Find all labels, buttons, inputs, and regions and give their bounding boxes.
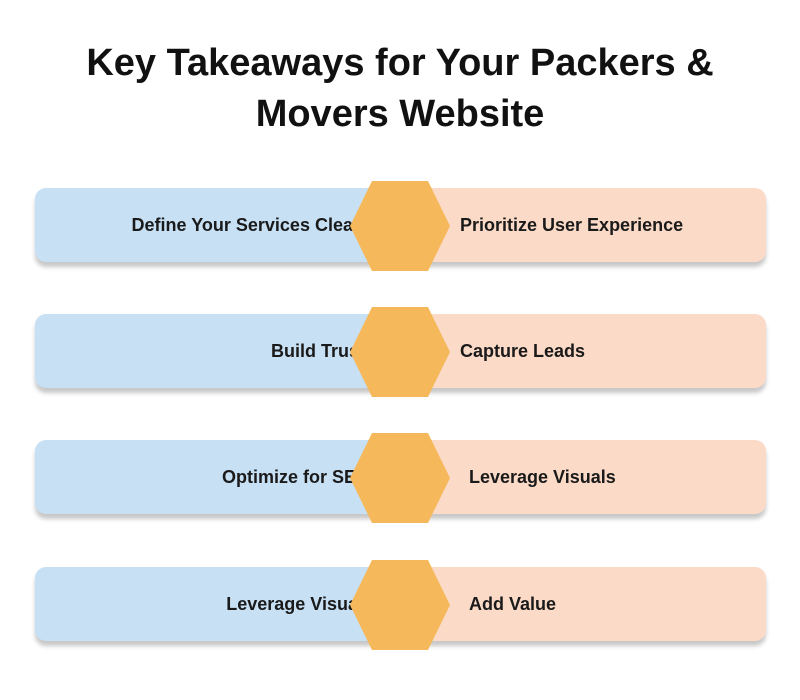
left-label: Leverage Visuals — [226, 593, 373, 614]
right-label: Capture Leads — [460, 340, 586, 361]
right-label: Leverage Visuals — [469, 466, 616, 487]
left-label: Build Trust — [271, 340, 365, 361]
title-line-2: Movers Website — [255, 93, 545, 135]
left-panel: Optimize for SEO — [35, 440, 405, 514]
left-panel: Leverage Visuals — [35, 567, 405, 641]
left-panel: Define Your Services Clearly — [35, 188, 405, 262]
right-panel: Prioritize User Experience — [400, 188, 766, 262]
right-label: Prioritize User Experience — [460, 214, 684, 235]
hexagon-connector — [350, 433, 450, 523]
right-panel: Add Value — [400, 567, 766, 641]
hexagon-connector — [350, 307, 450, 397]
page-title: Key Takeaways for Your Packers & Movers … — [0, 38, 800, 140]
hexagon-connector — [350, 560, 450, 650]
hexagon-connector — [350, 181, 450, 271]
takeaway-row-1: Define Your Services Clearly Prioritize … — [35, 181, 766, 271]
takeaway-row-3: Optimize for SEO Leverage Visuals — [35, 433, 766, 523]
left-label: Define Your Services Clearly — [131, 214, 375, 235]
right-panel: Leverage Visuals — [400, 440, 766, 514]
right-panel: Capture Leads — [400, 314, 766, 388]
takeaway-row-4: Leverage Visuals Add Value — [35, 560, 766, 650]
takeaway-row-2: Build Trust Capture Leads — [35, 307, 766, 397]
title-line-1: Key Takeaways for Your Packers & — [86, 42, 714, 84]
left-label: Optimize for SEO — [221, 466, 370, 487]
right-label: Add Value — [469, 593, 557, 614]
left-panel: Build Trust — [35, 314, 405, 388]
